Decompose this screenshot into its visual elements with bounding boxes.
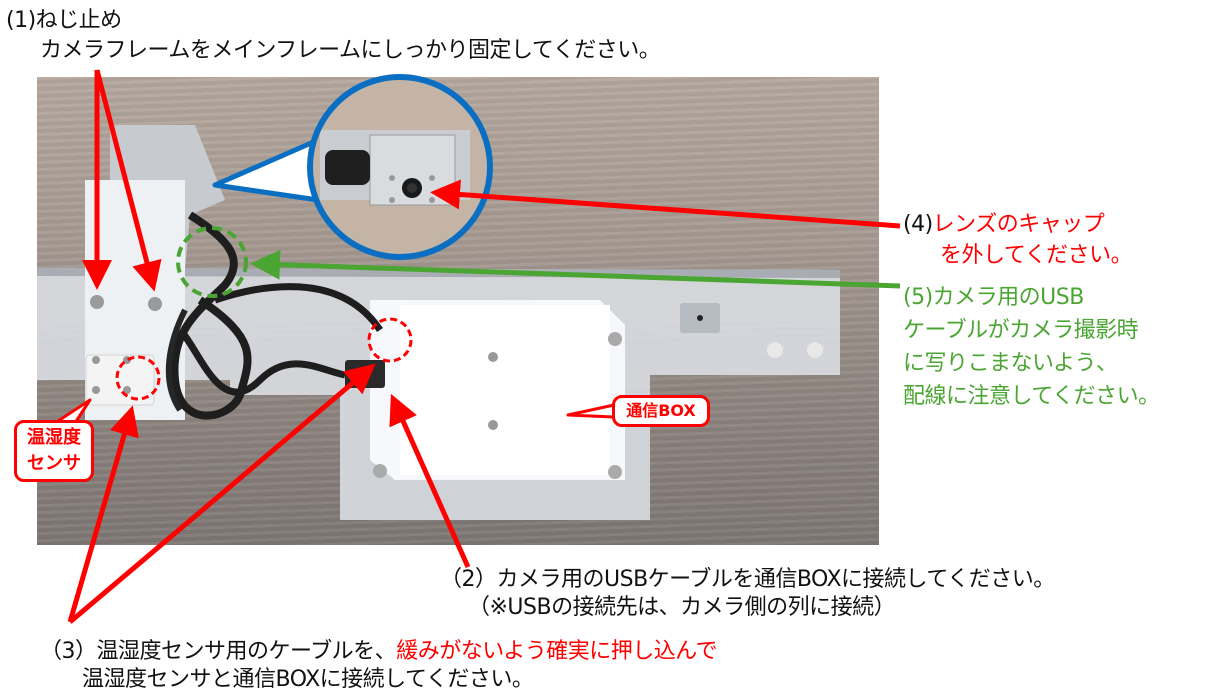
sensor-callout: 温湿度 センサ [14, 420, 94, 482]
comm-box-callout: 通信BOX [612, 395, 710, 427]
step2-line2: （※USBの接続先は、カメラ側の列に接続） [468, 595, 896, 620]
assembly-photo [37, 77, 879, 545]
step3-prefix: （3）温湿度センサ用のケーブルを、 [40, 639, 397, 664]
step1-body: カメラフレームをメインフレームにしっかり固定してください。 [40, 38, 661, 63]
step3-line2: 温湿度センサと通信BOXに接続してください。 [82, 667, 534, 692]
step2-line1: （2）カメラ用のUSBケーブルを通信BOXに接続してください。 [440, 567, 1055, 592]
sensor-callout-line1: 温湿度 [27, 427, 81, 448]
sensor-callout-line2: センサ [27, 453, 81, 474]
step4-line1: (4)レンズのキャップ [903, 212, 1105, 238]
step5-line1: (5)カメラ用のUSB [903, 285, 1084, 310]
step5-line2: ケーブルがカメラ撮影時 [903, 318, 1139, 343]
step5-line3: に写りこまないよう、 [903, 351, 1118, 376]
step5-line4: 配線に注意してください。 [903, 384, 1160, 409]
step4-emphasis-line2: を外してください。 [940, 243, 1133, 268]
photo-content [37, 125, 840, 520]
step4-prefix: (4) [903, 212, 933, 237]
step4-emphasis-line1: レンズのキャップ [932, 212, 1105, 237]
step3-emphasis: 緩みがないよう確実に押し込んで [396, 639, 718, 664]
step3-line1: （3）温湿度センサ用のケーブルを、緩みがないよう確実に押し込んで [40, 639, 718, 665]
step1-title: (1)ねじ止め [6, 8, 122, 33]
